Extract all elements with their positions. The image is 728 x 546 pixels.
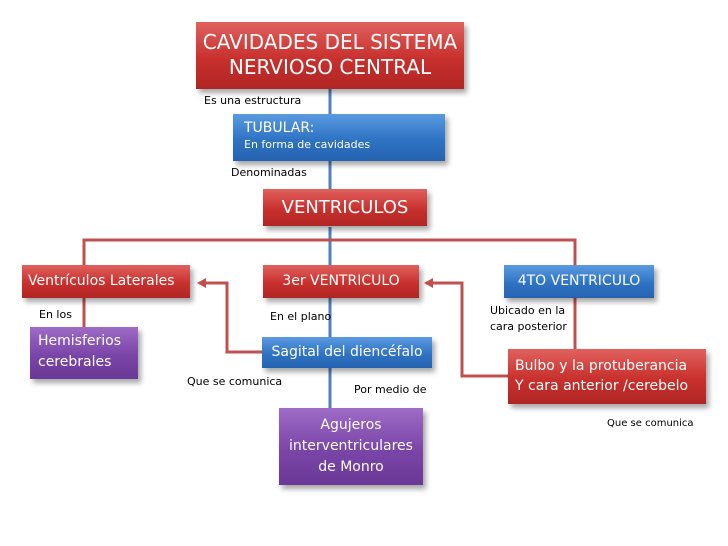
node-ventriculos: VENTRICULOS: [263, 189, 427, 226]
node-agujeros-line2: interventriculares: [289, 438, 413, 454]
node-tercer-ventriculo: 3er VENTRICULO: [263, 265, 419, 298]
node-bulbo-line1: Bulbo y la protuberancia: [515, 358, 688, 374]
label-ubicado-line2: cara posterior: [490, 320, 567, 333]
label-que-se-comunica-right: Que se comunica: [607, 418, 694, 429]
node-tubular-sub: En forma de cavidades: [244, 138, 371, 151]
node-title: CAVIDADES DEL SISTEMA NERVIOSO CENTRAL: [196, 22, 464, 89]
connector-branch-bar: [82, 238, 577, 265]
label-ubicado: Ubicado en la cara posterior: [490, 303, 567, 335]
label-en-el-plano: En el plano: [270, 310, 332, 323]
node-title-line1: CAVIDADES DEL SISTEMA: [202, 30, 458, 54]
node-hemisferios-line1: Hemisferios: [38, 333, 122, 349]
node-tubular: TUBULAR: En forma de cavidades: [233, 114, 445, 161]
label-denominadas: Denominadas: [231, 166, 307, 179]
label-por-medio-de: Por medio de: [354, 383, 427, 396]
label-ubicado-line1: Ubicado en la: [490, 304, 566, 317]
arrow-sagital-to-laterales: [197, 278, 262, 354]
label-en-los: En los: [39, 308, 72, 321]
node-ventriculos-laterales-label: Ventrículos Laterales: [28, 273, 175, 289]
node-ventriculos-laterales: Ventrículos Laterales: [22, 265, 190, 298]
node-title-line2: NERVIOSO CENTRAL: [228, 55, 432, 79]
label-que-se-comunica-left: Que se comunica: [187, 375, 283, 388]
label-es-una-estructura: Es una estructura: [204, 94, 302, 107]
node-cuarto-ventriculo: 4TO VENTRICULO: [504, 265, 654, 298]
node-hemisferios-line2: cerebrales: [38, 354, 112, 370]
node-cuarto-ventriculo-label: 4TO VENTRICULO: [517, 273, 641, 289]
arrow-bulbo-to-tercer: [424, 278, 510, 378]
node-agujeros-line3: de Monro: [318, 459, 384, 475]
node-ventriculos-label: VENTRICULOS: [281, 197, 409, 218]
node-agujeros: Agujeros interventriculares de Monro: [279, 408, 423, 485]
node-agujeros-line1: Agujeros: [320, 417, 382, 433]
node-sagital-label: Sagital del diencéfalo: [271, 344, 423, 360]
node-tercer-ventriculo-label: 3er VENTRICULO: [282, 273, 400, 289]
node-hemisferios: Hemisferios cerebrales: [30, 327, 138, 379]
node-tubular-title: TUBULAR:: [244, 120, 315, 136]
node-bulbo-line2: Y cara anterior /cerebelo: [515, 378, 689, 394]
node-bulbo: Bulbo y la protuberancia Y cara anterior…: [508, 349, 706, 404]
node-sagital: Sagital del diencéfalo: [262, 337, 432, 368]
